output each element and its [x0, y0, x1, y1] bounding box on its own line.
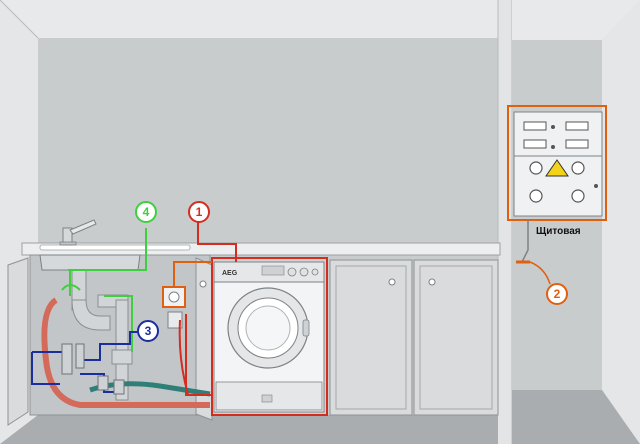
panel-dial — [529, 161, 543, 175]
valve-icon — [61, 343, 125, 395]
cabinet-knob-1 — [388, 278, 396, 286]
panel-label: Щитовая — [536, 226, 581, 237]
electrical-panel — [507, 105, 607, 221]
callout-3: 3 — [137, 320, 159, 342]
drain-hose — [41, 297, 210, 408]
washing-machine: AEG — [213, 261, 325, 413]
callout-1-number: 1 — [196, 205, 203, 219]
callout-4: 4 — [135, 201, 157, 223]
door-handle — [302, 319, 310, 337]
teal-hose — [89, 381, 211, 397]
callout-2-number: 2 — [554, 287, 561, 301]
utility-floor — [512, 390, 640, 444]
utility-ceiling — [512, 0, 640, 40]
left-cabinet-door — [7, 257, 29, 426]
sink-rim — [39, 244, 191, 251]
utility-right-wall — [602, 0, 640, 444]
callout-3-number: 3 — [145, 324, 152, 338]
pillar — [498, 0, 512, 444]
door-knob — [199, 280, 207, 288]
ceiling — [0, 0, 505, 38]
cabinet-door-2 — [413, 259, 499, 416]
callout-4-number: 4 — [143, 205, 150, 219]
sink-bowl — [39, 254, 141, 271]
floor — [0, 415, 498, 444]
callout-2: 2 — [546, 283, 568, 305]
warning-icon — [545, 159, 569, 177]
power-line — [197, 222, 237, 262]
faucet-icon — [59, 219, 97, 246]
cabinet-door-1 — [329, 259, 413, 416]
cabinet-knob-2 — [428, 278, 436, 286]
power-outline — [211, 257, 328, 416]
ground-line — [173, 261, 212, 287]
socket-icon — [162, 286, 186, 329]
drain-line — [61, 228, 147, 352]
machine-brand: AEG — [222, 270, 238, 277]
callout-1: 1 — [188, 201, 210, 223]
siphon — [71, 269, 133, 401]
